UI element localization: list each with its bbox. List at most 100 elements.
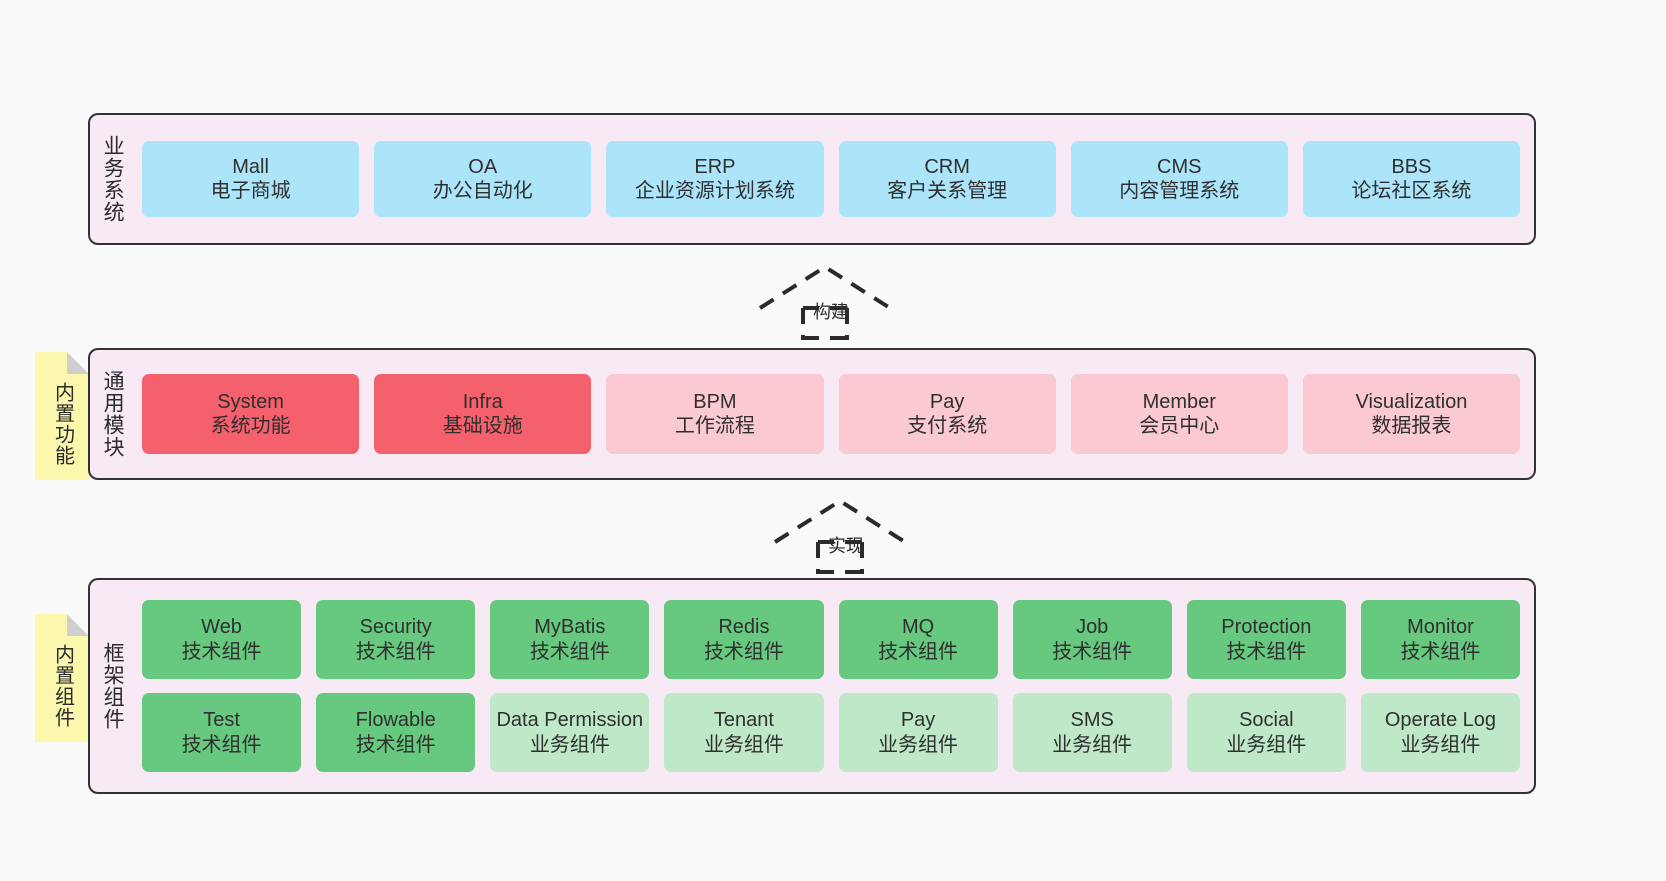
card-redis[interactable]: Redis 技术组件: [664, 600, 824, 679]
card-job-subtitle: 技术组件: [1052, 640, 1133, 663]
card-cms-title: CMS: [1157, 155, 1202, 178]
card-social-subtitle: 业务组件: [1226, 733, 1307, 756]
card-job[interactable]: Job 技术组件: [1012, 600, 1172, 679]
card-mq-subtitle: 技术组件: [878, 640, 959, 663]
card-test-subtitle: 技术组件: [181, 733, 262, 756]
card-cms-subtitle: 内容管理系统: [1119, 180, 1240, 202]
card-redis-subtitle: 技术组件: [703, 640, 784, 663]
card-mall-title: Mall: [232, 155, 269, 178]
card-pay-module-subtitle: 支付系统: [907, 415, 988, 437]
card-bbs-title: BBS: [1391, 155, 1432, 178]
card-bbs-subtitle: 论坛社区系统: [1351, 180, 1472, 202]
card-member-title: Member: [1142, 390, 1216, 413]
card-operate-log[interactable]: Operate Log 业务组件: [1360, 693, 1520, 772]
card-web-title: Web: [201, 616, 242, 639]
common-module-row: System 系统功能 Infra 基础设施 BPM 工作流程 Pay 支付系统…: [142, 374, 1521, 454]
card-social[interactable]: Social 业务组件: [1186, 693, 1346, 772]
card-pay-module[interactable]: Pay 支付系统: [838, 374, 1056, 454]
note-builtin-feature-label: 内置功能: [51, 382, 74, 466]
framework-business-row: Test 技术组件 Flowable 技术组件 Data Permission …: [142, 693, 1520, 772]
card-crm[interactable]: CRM 客户关系管理: [838, 141, 1056, 217]
layer-framework-component-title: 框架组件: [101, 642, 125, 730]
card-mq-title: MQ: [901, 616, 935, 639]
card-mq[interactable]: MQ 技术组件: [838, 600, 998, 679]
note-builtin-component: 内置组件: [35, 614, 89, 742]
card-mybatis[interactable]: MyBatis 技术组件: [490, 600, 650, 679]
card-erp-subtitle: 企业资源计划系统: [634, 180, 795, 202]
card-erp[interactable]: ERP 企业资源计划系统: [606, 141, 824, 217]
layer-common-module-title: 通用模块: [101, 370, 125, 458]
connector-implement-label: 实现: [828, 536, 864, 556]
card-operate-log-subtitle: 业务组件: [1400, 733, 1481, 756]
card-bpm[interactable]: BPM 工作流程: [606, 374, 824, 454]
card-oa-subtitle: 办公自动化: [432, 180, 533, 202]
card-social-title: Social: [1239, 709, 1294, 732]
card-monitor[interactable]: Monitor 技术组件: [1360, 600, 1520, 679]
card-protection[interactable]: Protection 技术组件: [1186, 600, 1346, 679]
card-test[interactable]: Test 技术组件: [142, 693, 302, 772]
layer-framework-component-body: Web 技术组件 Security 技术组件 MyBatis 技术组件 Redi…: [134, 580, 1534, 792]
card-visualization-title: Visualization: [1355, 390, 1468, 413]
card-member[interactable]: Member 会员中心: [1070, 374, 1288, 454]
layer-common-module-body: System 系统功能 Infra 基础设施 BPM 工作流程 Pay 支付系统…: [134, 350, 1534, 478]
card-pay-component[interactable]: Pay 业务组件: [838, 693, 998, 772]
card-data-permission[interactable]: Data Permission 业务组件: [490, 693, 650, 772]
card-operate-log-title: Operate Log: [1384, 709, 1497, 732]
card-sms-subtitle: 业务组件: [1052, 733, 1133, 756]
card-protection-title: Protection: [1221, 616, 1312, 639]
card-pay-component-subtitle: 业务组件: [878, 733, 959, 756]
card-mall-subtitle: 电子商城: [210, 180, 291, 202]
note-builtin-feature: 内置功能: [35, 352, 89, 480]
card-web[interactable]: Web 技术组件: [142, 600, 302, 679]
card-web-subtitle: 技术组件: [181, 640, 262, 663]
card-job-title: Job: [1076, 616, 1109, 639]
card-bpm-subtitle: 工作流程: [674, 415, 755, 437]
card-flowable[interactable]: Flowable 技术组件: [316, 693, 476, 772]
card-visualization[interactable]: Visualization 数据报表: [1302, 374, 1521, 454]
card-monitor-title: Monitor: [1407, 616, 1474, 639]
card-oa[interactable]: OA 办公自动化: [374, 141, 592, 217]
card-bpm-title: BPM: [693, 390, 737, 413]
card-visualization-subtitle: 数据报表: [1371, 415, 1452, 437]
layer-business-system[interactable]: 业务系统 Mall 电子商城 OA 办公自动化 ERP 企业资源计划系统 CRM: [88, 113, 1536, 245]
card-tenant-subtitle: 业务组件: [703, 733, 784, 756]
card-infra-subtitle: 基础设施: [442, 415, 523, 437]
card-crm-subtitle: 客户关系管理: [887, 180, 1008, 202]
card-sms-title: SMS: [1070, 709, 1114, 732]
card-system-title: System: [217, 390, 284, 413]
layer-framework-component[interactable]: 框架组件 Web 技术组件 Security 技术组件 MyBatis 技术组件…: [88, 578, 1536, 794]
card-pay-module-title: Pay: [929, 390, 965, 413]
card-security-subtitle: 技术组件: [355, 640, 436, 663]
card-system[interactable]: System 系统功能: [142, 374, 360, 454]
card-data-permission-title: Data Permission: [496, 709, 644, 732]
card-tenant[interactable]: Tenant 业务组件: [664, 693, 824, 772]
card-test-title: Test: [203, 709, 240, 732]
card-member-subtitle: 会员中心: [1139, 415, 1220, 437]
card-bbs[interactable]: BBS 论坛社区系统: [1302, 141, 1521, 217]
note-fold-icon: [67, 614, 89, 636]
business-system-row: Mall 电子商城 OA 办公自动化 ERP 企业资源计划系统 CRM 客户关系…: [142, 141, 1521, 217]
card-data-permission-subtitle: 业务组件: [529, 733, 610, 756]
layer-common-module[interactable]: 通用模块 System 系统功能 Infra 基础设施 BPM 工作流程 Pay: [88, 348, 1536, 480]
card-mybatis-title: MyBatis: [534, 616, 606, 639]
card-infra-title: Infra: [462, 390, 503, 413]
note-builtin-component-label: 内置组件: [51, 644, 74, 728]
card-flowable-title: Flowable: [355, 709, 436, 732]
card-pay-component-title: Pay: [900, 709, 936, 732]
layer-business-system-body: Mall 电子商城 OA 办公自动化 ERP 企业资源计划系统 CRM 客户关系…: [134, 115, 1534, 243]
card-sms[interactable]: SMS 业务组件: [1012, 693, 1172, 772]
framework-tech-row: Web 技术组件 Security 技术组件 MyBatis 技术组件 Redi…: [142, 600, 1520, 679]
card-redis-title: Redis: [718, 616, 770, 639]
card-security[interactable]: Security 技术组件: [316, 600, 476, 679]
layer-business-system-title: 业务系统: [101, 135, 125, 223]
connector-build-label: 构建: [813, 302, 849, 322]
card-system-subtitle: 系统功能: [210, 415, 291, 437]
note-fold-icon: [67, 352, 89, 374]
card-mybatis-subtitle: 技术组件: [529, 640, 610, 663]
card-infra[interactable]: Infra 基础设施: [374, 374, 592, 454]
card-cms[interactable]: CMS 内容管理系统: [1070, 141, 1288, 217]
card-security-title: Security: [359, 616, 432, 639]
card-erp-title: ERP: [694, 155, 736, 178]
card-mall[interactable]: Mall 电子商城: [142, 141, 360, 217]
